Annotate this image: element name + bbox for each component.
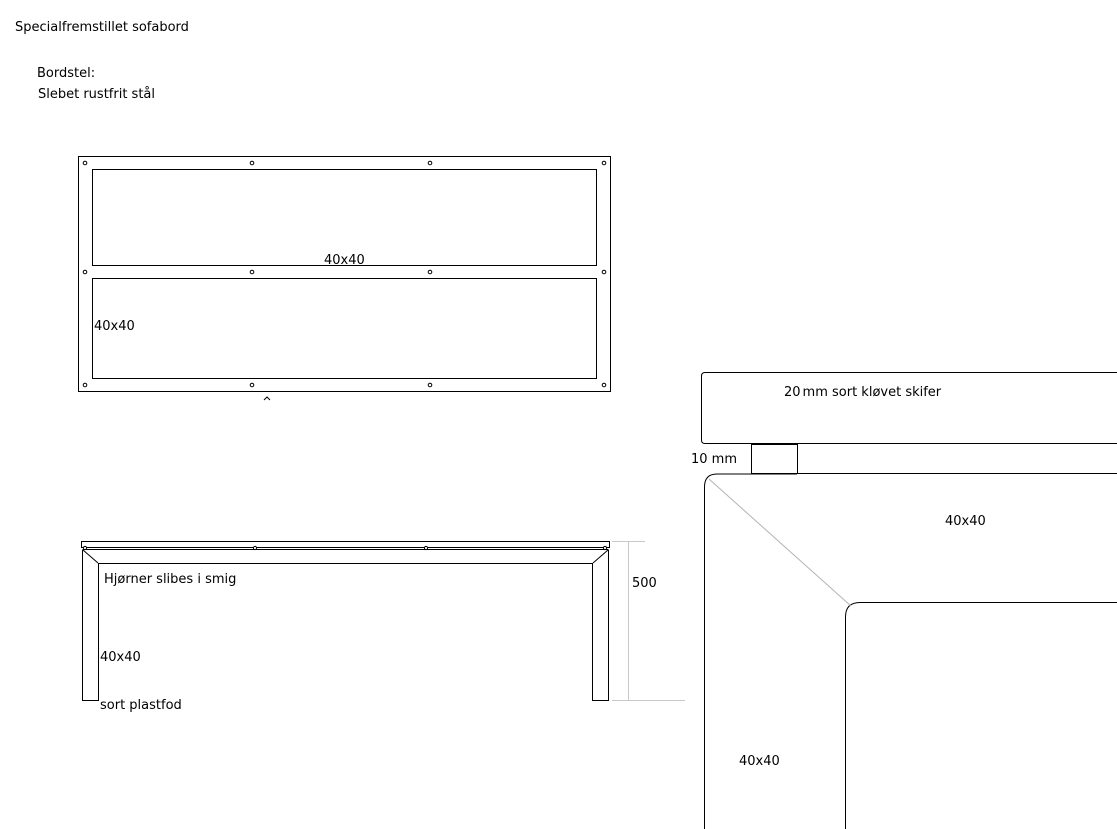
frame-material: Slebet rustfrit stål [38, 87, 155, 102]
bolt-marker [82, 545, 88, 551]
side-view-miter-left [82, 549, 99, 564]
slate-note-prefix: 20 [784, 385, 801, 400]
top-view-bolts [82, 160, 607, 388]
bolt-marker [602, 545, 608, 551]
drawing-title: Specialfremstillet sofabord [15, 20, 189, 35]
bolt-marker [423, 545, 429, 551]
top-view-label-center: 40x40 [324, 253, 365, 268]
leg-label: 40x40 [100, 650, 141, 665]
detail-view [701, 372, 1117, 829]
bolt-marker [427, 160, 433, 166]
slate-note-text: mm sort kløvet skifer [803, 385, 942, 400]
bolt-marker [82, 269, 88, 275]
foot-note: sort plastfod [100, 698, 182, 713]
bolt-marker [82, 382, 88, 388]
top-view-outer-frame [78, 156, 611, 392]
bolt-marker [601, 382, 607, 388]
bolt-marker [252, 545, 258, 551]
bolt-marker [249, 269, 255, 275]
bolt-marker [601, 269, 607, 275]
slate-top-plate [701, 372, 1117, 444]
bolt-marker [427, 269, 433, 275]
top-view-label-left: 40x40 [94, 319, 135, 334]
bolt-marker [82, 160, 88, 166]
beam-miter-line [708, 478, 852, 607]
bolt-marker [601, 160, 607, 166]
beam-inner-corner [845, 602, 1117, 829]
top-view-upper-opening [92, 169, 597, 266]
bolt-marker [249, 382, 255, 388]
side-view [81, 541, 610, 701]
small-caret-mark [263, 396, 271, 401]
top-view-lower-opening [92, 278, 597, 379]
side-view-miter-right [592, 549, 609, 564]
height-label: 500 [632, 576, 657, 591]
gap-label: 10 mm [691, 452, 737, 467]
beam-label-left: 40x40 [739, 754, 780, 769]
height-dimension [612, 541, 685, 701]
frame-label: Bordstel: [37, 66, 95, 81]
side-view-rail-bolts [82, 545, 608, 551]
beam-label-top: 40x40 [945, 514, 986, 529]
corner-note: Hjørner slibes i smig [104, 572, 236, 587]
side-view-frame-outline [82, 549, 609, 701]
bolt-marker [249, 160, 255, 166]
beam-outer-corner [704, 473, 797, 829]
bolt-marker [427, 382, 433, 388]
spacer-block [751, 444, 798, 474]
top-view [78, 156, 611, 392]
side-view-tabletop [81, 541, 610, 548]
